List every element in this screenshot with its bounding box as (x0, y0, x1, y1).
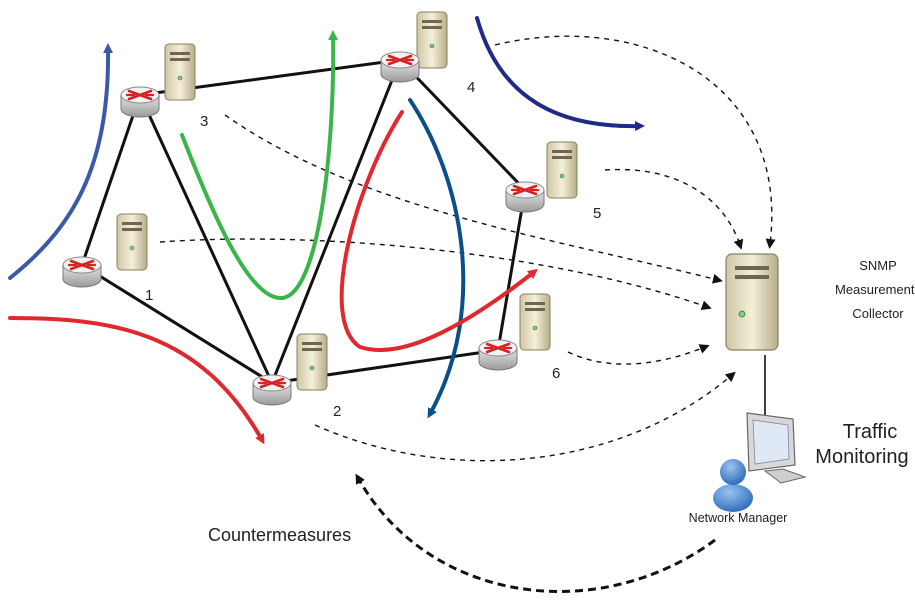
collector-label-line2: Measurements (835, 282, 915, 297)
link-4-5 (398, 58, 527, 192)
router-icon (477, 338, 519, 372)
node-5: 5 (504, 141, 601, 222)
node-label-5: 5 (593, 205, 601, 222)
node-3: 3 (119, 43, 208, 130)
flow-red-bottom (8, 316, 265, 445)
server-icon (296, 333, 328, 391)
node-1: 1 (61, 213, 153, 304)
server-icon (519, 293, 551, 351)
node-4: 4 (379, 11, 475, 96)
flow-teal (408, 98, 466, 419)
node-label-4: 4 (467, 79, 475, 96)
node-label-2: 2 (333, 403, 341, 420)
manager-label: Network Manager (689, 511, 788, 525)
node-label-6: 6 (552, 365, 560, 382)
network-links (80, 58, 766, 415)
router-icon (379, 50, 421, 84)
collector-server (725, 253, 779, 351)
flow-navy (475, 16, 645, 132)
node-2: 2 (251, 333, 341, 420)
report-1 (159, 238, 712, 311)
flow-blue-left (8, 43, 114, 280)
server-icon (546, 141, 578, 199)
link-1-3 (80, 94, 142, 266)
countermeasures-label: Countermeasures (208, 525, 351, 545)
link-1-2 (81, 263, 273, 385)
report-4 (494, 35, 776, 249)
node-label-3: 3 (200, 113, 208, 130)
report-2 (314, 371, 736, 462)
traffic-flows (8, 16, 645, 445)
collector-label-line1: SNMP (859, 258, 897, 273)
collector-label-line3: Collector (852, 306, 904, 321)
server-icon (116, 213, 148, 271)
snmp-report-flows (159, 35, 776, 462)
monitoring-label-line2: Monitoring (815, 446, 908, 468)
countermeasures-arrow (355, 473, 716, 593)
server-icon (164, 43, 196, 101)
monitoring-label-line1: Traffic (843, 421, 897, 443)
link-4-2 (270, 59, 402, 384)
router-icon (251, 373, 293, 407)
report-6 (567, 344, 710, 365)
link-5-6 (496, 189, 527, 351)
router-icon (504, 180, 546, 214)
server-icon (416, 11, 448, 69)
node-label-1: 1 (145, 287, 153, 304)
router-icon (61, 255, 103, 289)
node-6: 6 (477, 293, 560, 382)
router-icon (119, 85, 161, 119)
user-icon (713, 459, 753, 512)
flow-green (180, 30, 339, 301)
flow-red-middle (339, 110, 538, 352)
workstation-icon (746, 412, 807, 484)
report-3 (224, 114, 723, 284)
link-3-2 (138, 94, 274, 384)
report-5 (604, 168, 744, 250)
